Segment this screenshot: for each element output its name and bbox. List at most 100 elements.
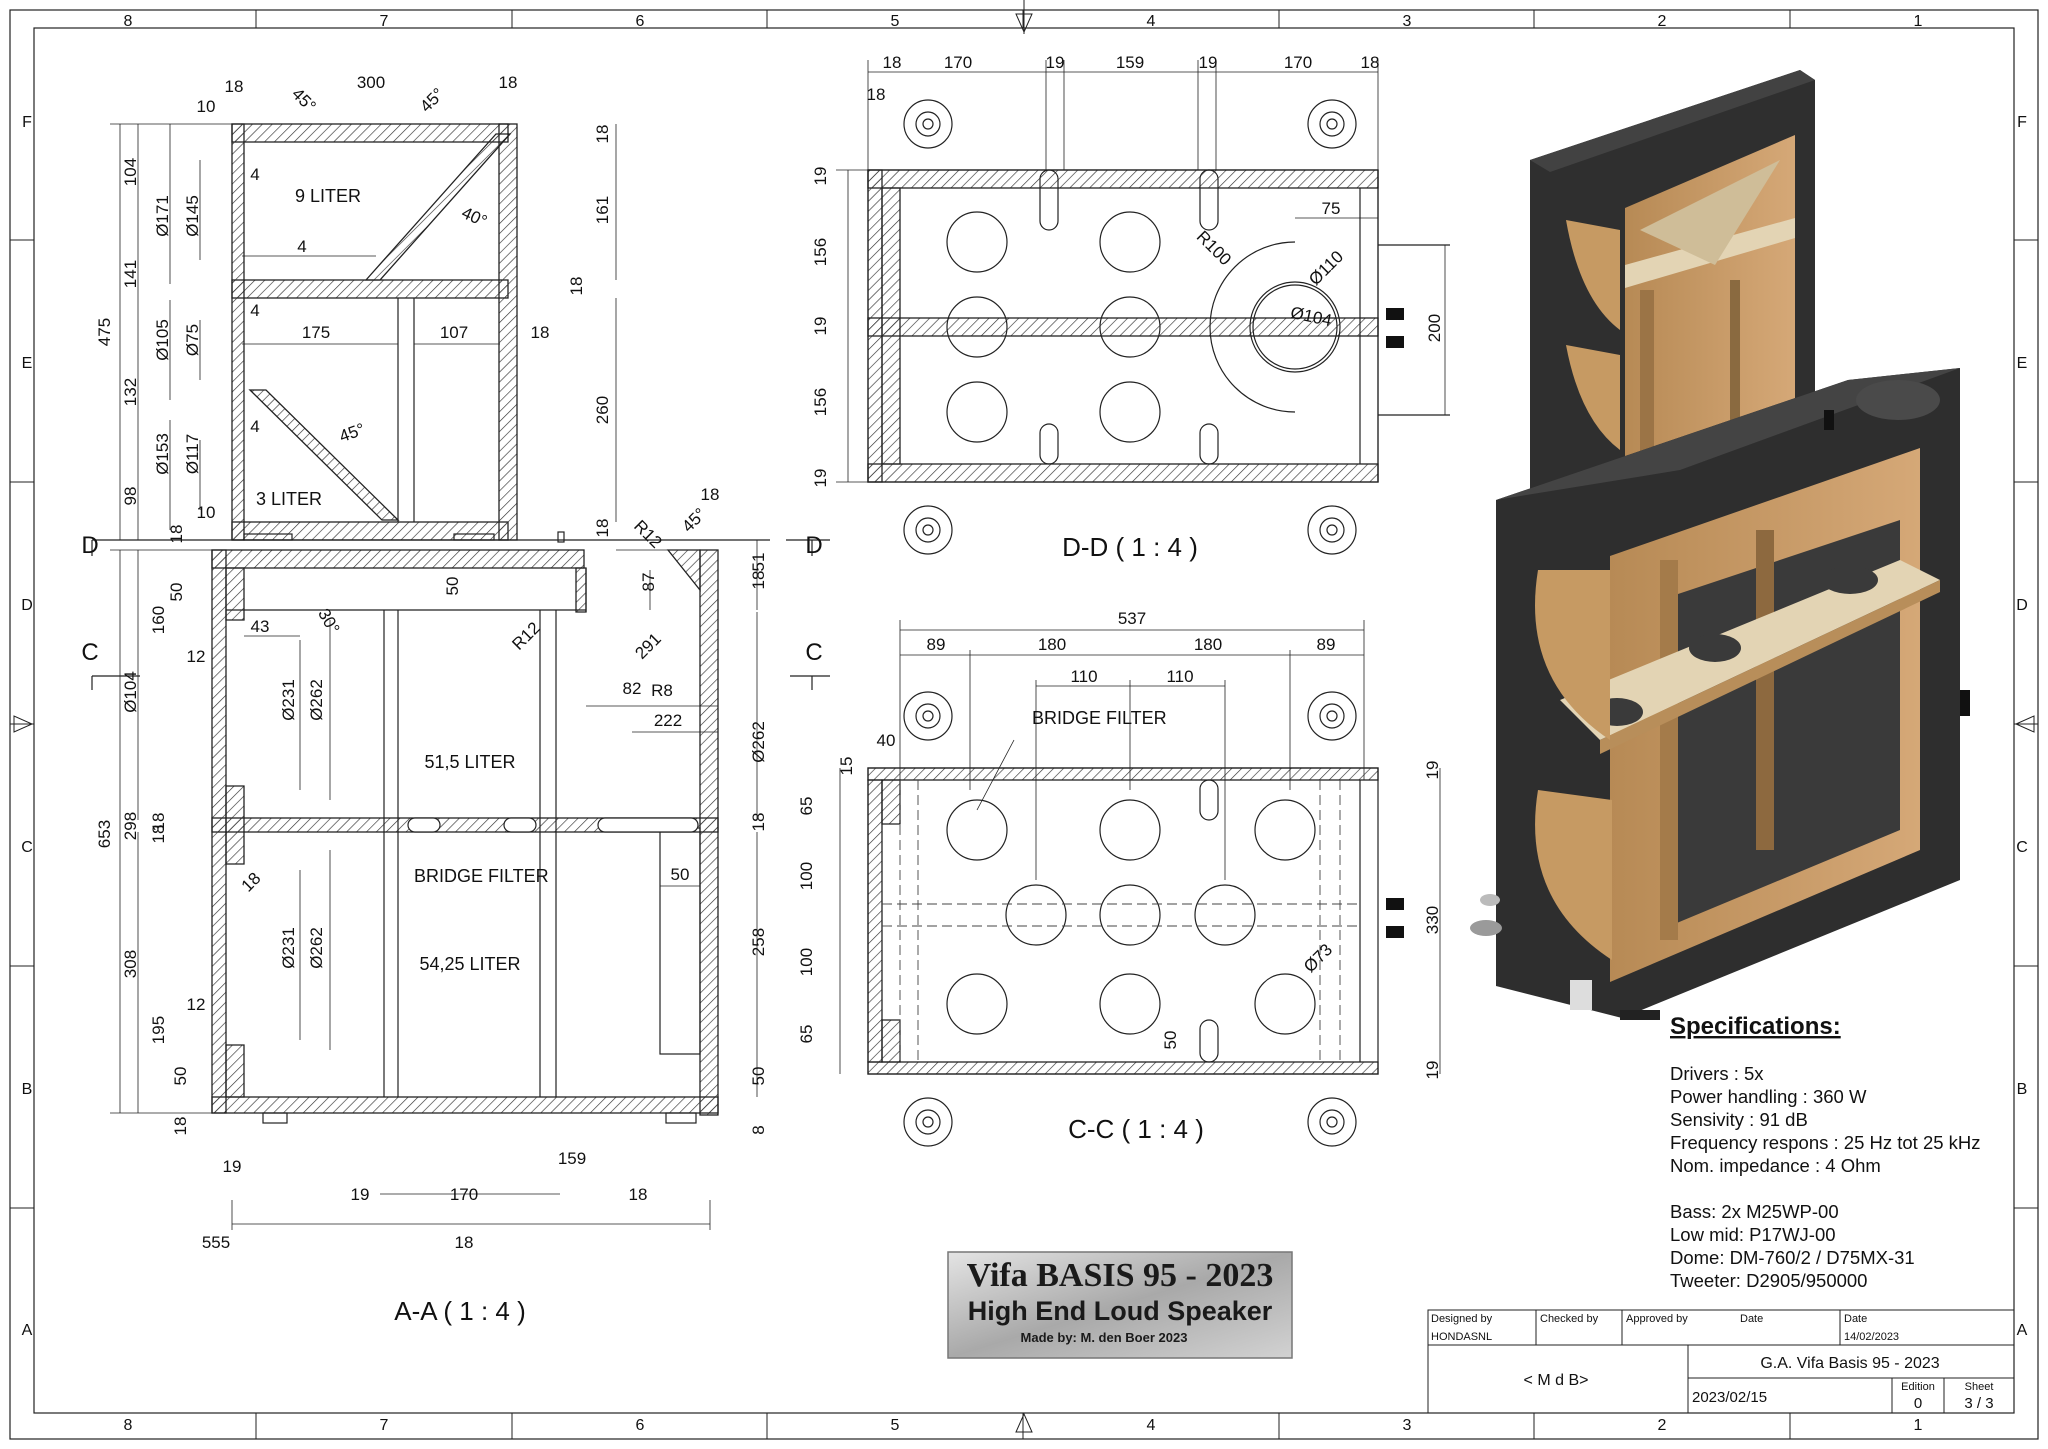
- dimension-label: Ø104: [121, 671, 140, 713]
- column-label: 3: [1403, 1417, 1412, 1434]
- dimension-label: 180: [1194, 635, 1222, 654]
- dimension-label: 18: [1361, 53, 1380, 72]
- view-title-dd: D-D ( 1 : 4 ): [1062, 532, 1198, 562]
- spec-line: Low mid: P17WJ-00: [1670, 1224, 1836, 1245]
- dimension-label: 10: [197, 503, 216, 522]
- column-label: 6: [636, 1417, 645, 1434]
- dimension-label: 18: [749, 813, 768, 832]
- port-opening: [1856, 380, 1940, 420]
- dimension-label: 18: [149, 825, 168, 844]
- dimension-label: 40: [877, 731, 896, 750]
- dimension-label: 180: [1038, 635, 1066, 654]
- tb-sheet-label: Sheet: [1965, 1381, 1994, 1393]
- dd-feet: [903, 99, 1357, 555]
- dimension-label: 18: [238, 869, 265, 896]
- spec-line: Bass: 2x M25WP-00: [1670, 1201, 1839, 1222]
- dimension-label: 50: [1161, 1031, 1180, 1050]
- volume-label: 54,25 LITER: [419, 954, 520, 974]
- dimension-label: 4: [297, 237, 306, 256]
- dimension-label: 475: [95, 318, 114, 346]
- tb-doc-date: 2023/02/15: [1692, 1389, 1767, 1406]
- dimension-label: 65: [797, 1025, 816, 1044]
- upper-diagonal-panel: [1640, 160, 1780, 265]
- dimension-label: 89: [927, 635, 946, 654]
- dimension-label: 200: [1425, 314, 1444, 342]
- dimension-label: 12: [187, 995, 206, 1014]
- dimension-label: 19: [223, 1157, 242, 1176]
- dimension-label: 45°: [678, 504, 710, 536]
- dimension-label: R12: [508, 618, 543, 653]
- dimension-label: 300: [357, 73, 385, 92]
- tb-date2-label: Date: [1844, 1313, 1867, 1325]
- dimension-label: 18: [171, 1117, 190, 1136]
- dimension-label: 107: [440, 323, 468, 342]
- dimension-label: 132: [121, 378, 140, 406]
- column-label: 1: [1914, 13, 1923, 30]
- dd-outlines: [867, 169, 1450, 483]
- cc-outlines: [867, 767, 1379, 1075]
- column-label: 1: [1914, 1417, 1923, 1434]
- dimension-label: 159: [558, 1149, 586, 1168]
- dimension-label: 18: [867, 85, 886, 104]
- dimension-label: 161: [593, 196, 612, 224]
- lower-driver-recess: [1535, 790, 1612, 960]
- section-cut-lines: [91, 539, 830, 690]
- dimension-label: 18: [701, 485, 720, 504]
- tb-sheet: 3 / 3: [1964, 1395, 1993, 1412]
- spec-line: Tweeter: D2905/950000: [1670, 1270, 1867, 1291]
- cc-hidden-lines: [882, 780, 1360, 1062]
- section-marker-c-left: C: [81, 639, 98, 666]
- dimension-label: 18: [499, 73, 518, 92]
- dimension-label: 170: [1284, 53, 1312, 72]
- dimension-label: 555: [202, 1233, 230, 1252]
- tb-drawing-title: G.A. Vifa Basis 95 - 2023: [1760, 1355, 1939, 1372]
- dimension-label: 18: [167, 525, 186, 544]
- row-label: F: [22, 114, 32, 131]
- cutaway-render: [1470, 70, 1970, 1020]
- dimension-label: 50: [671, 865, 690, 884]
- dimension-label: 8: [749, 1125, 768, 1134]
- spec-line: Power handling : 360 W: [1670, 1086, 1867, 1107]
- lower-driver-recess: [1535, 570, 1610, 740]
- view-title-cc: C-C ( 1 : 4 ): [1068, 1114, 1204, 1144]
- dimension-label: 308: [121, 950, 140, 978]
- dimension-label: 258: [749, 928, 768, 956]
- cc-connectors: [1386, 898, 1404, 938]
- dimension-label: 18: [455, 1233, 474, 1252]
- dimension-label: Ø75: [183, 324, 202, 356]
- dimension-label: 653: [95, 820, 114, 848]
- section-marker-d-right: D: [805, 532, 822, 559]
- render-label-plate: [1570, 980, 1592, 1010]
- dimension-label: 195: [149, 1016, 168, 1044]
- tb-edition-label: Edition: [1901, 1381, 1935, 1393]
- section-marker-d-left: D: [81, 532, 98, 559]
- dimension-label: 159: [1116, 53, 1144, 72]
- column-label: 5: [891, 13, 900, 30]
- dimension-label: Ø262: [749, 721, 768, 763]
- dimension-label: 19: [1046, 53, 1065, 72]
- row-label: E: [2017, 355, 2028, 372]
- dimension-label: 260: [593, 396, 612, 424]
- lower-shelf: [1560, 560, 1940, 740]
- column-label: 4: [1147, 13, 1156, 30]
- column-label: 4: [1147, 1417, 1156, 1434]
- dimension-label: 4: [250, 301, 259, 320]
- dimension-label: 18: [593, 519, 612, 538]
- dimension-label: 98: [121, 487, 140, 506]
- shelf-hole: [1822, 566, 1878, 594]
- dimension-label: 12: [187, 647, 206, 666]
- view-aa: [110, 123, 770, 1230]
- dimension-label: Ø117: [183, 434, 202, 474]
- dimension-label: 18: [629, 1185, 648, 1204]
- dimension-label: 156: [811, 388, 830, 416]
- upper-cabinet-top: [1530, 70, 1815, 172]
- lower-shelf-edge: [1600, 580, 1940, 754]
- render-connector: [1960, 690, 1970, 716]
- dimension-label: Ø171: [153, 195, 172, 237]
- cc-dimension-lines: [839, 620, 1441, 1074]
- cc-feet: [903, 691, 1357, 1147]
- section-markers: D D C C: [81, 532, 822, 666]
- aa-bridge-slots: [407, 817, 699, 833]
- dimension-label: R8: [651, 681, 673, 700]
